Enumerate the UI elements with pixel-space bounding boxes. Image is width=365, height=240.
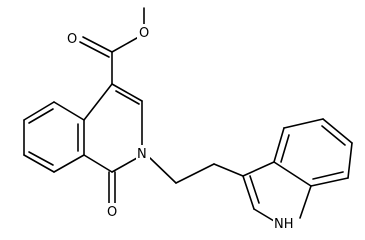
bond-indole-c3-c2 [242, 175, 255, 210]
bond-ch2-ch2 [175, 163, 215, 184]
bond-benzo-1 [53, 101, 85, 121]
bond-indole-benzo-1 [273, 127, 285, 163]
bond-indole-n-c7a [299, 185, 312, 219]
bond-c4-c3 [111, 83, 143, 102]
bond-c1-c8a [83, 154, 113, 173]
atom-indole-nh: NH [274, 217, 294, 232]
bond-benzo-4 [23, 154, 55, 173]
bond-indole-benzo-5-inner [312, 171, 344, 180]
bond-benzo-2-inner [28, 108, 54, 124]
bond-indole-benzo-2 [283, 118, 324, 129]
bond-n-c1 [111, 157, 138, 173]
bond-indole-c3a-c3 [242, 161, 275, 177]
atom-lactam-oxygen: O [107, 205, 117, 220]
bond-indole-benzo-3-inner [321, 125, 346, 146]
bond-benzo-5 [53, 154, 85, 173]
atom-ring-nitrogen: N [137, 147, 147, 162]
bond-indole-c7a-c3a [273, 161, 312, 187]
bond-ch2-c3-indole [213, 163, 244, 177]
bond-benzo-4-inner [28, 151, 54, 166]
atom-ester-oxygen: O [139, 26, 149, 41]
bond-indole-benzo-4 [347, 142, 353, 179]
bond-n-ch2 [149, 157, 177, 184]
atom-carbonyl-oxygen: O [67, 32, 77, 47]
bond-carbonyl-ester-b [79, 41, 110, 58]
bond-benzo-2 [23, 101, 55, 121]
bond-indole-benzo-1-inner [280, 134, 290, 163]
bond-c4a-c4 [83, 83, 113, 121]
bond-indole-benzo-5 [310, 177, 349, 187]
bond-indole-c2-n [253, 208, 275, 222]
bond-carbonyl-ester-a [82, 36, 113, 53]
bond-c4-c3-inner [115, 90, 140, 105]
bond-indole-benzo-3 [322, 118, 353, 144]
bond-indole-c3-c2-inner [249, 175, 260, 204]
